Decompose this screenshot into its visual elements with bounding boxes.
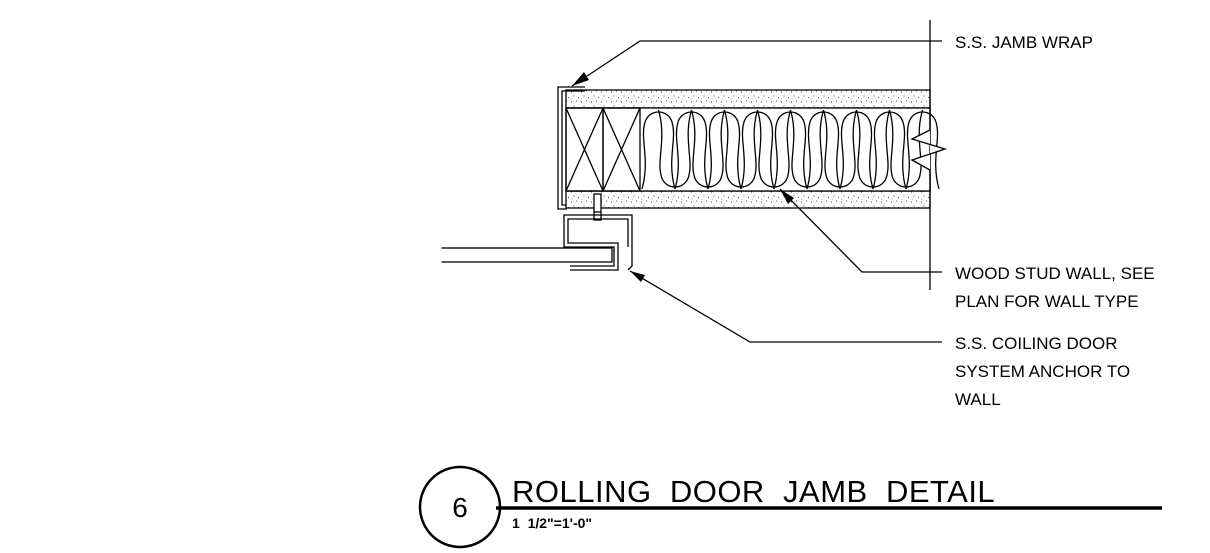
detail-title: ROLLING DOOR JAMB DETAIL bbox=[512, 474, 995, 509]
coiling-door-guide-channel bbox=[563, 214, 633, 271]
wood-stud-2 bbox=[602, 107, 641, 192]
callout-jamb-wrap: S.S. JAMB WRAP bbox=[955, 33, 1093, 52]
batt-insulation bbox=[641, 109, 940, 190]
callout-jamb-wrap-line-1: S.S. JAMB WRAP bbox=[955, 33, 1093, 52]
insulation-loop-up bbox=[905, 111, 940, 190]
detail-title-block: 6 ROLLING DOOR JAMB DETAIL 1 1/2"=1'-0" bbox=[418, 465, 1162, 549]
leader-anchor bbox=[629, 270, 942, 343]
detail-number: 6 bbox=[452, 492, 468, 523]
leader-jamb-wrap bbox=[571, 40, 942, 87]
leader-anchor-arrow bbox=[630, 271, 645, 282]
door-curtain-slat bbox=[439, 247, 613, 263]
gypsum-board-top bbox=[565, 89, 931, 109]
leader-wood-stud-arrow bbox=[780, 189, 794, 204]
callout-anchor-line-2: SYSTEM ANCHOR TO bbox=[955, 362, 1130, 381]
callout-wood-stud-line-2: PLAN FOR WALL TYPE bbox=[955, 292, 1139, 311]
callout-wood-stud: WOOD STUD WALL, SEE PLAN FOR WALL TYPE bbox=[955, 264, 1155, 311]
leader-wood-stud bbox=[779, 188, 942, 273]
break-line bbox=[910, 108, 948, 191]
gypsum-board-bottom bbox=[565, 190, 931, 209]
callout-anchor-line-3: WALL bbox=[955, 390, 1001, 409]
callout-anchor: S.S. COILING DOOR SYSTEM ANCHOR TO WALL bbox=[955, 334, 1130, 409]
callout-wood-stud-line-1: WOOD STUD WALL, SEE bbox=[955, 264, 1155, 283]
leader-jamb-wrap-arrow bbox=[572, 72, 589, 86]
jamb-wrap-inner bbox=[561, 90, 585, 206]
callout-anchor-line-1: S.S. COILING DOOR bbox=[955, 334, 1117, 353]
jamb-wrap bbox=[557, 86, 585, 210]
detail-scale: 1 1/2"=1'-0" bbox=[512, 515, 592, 531]
anchor-screw bbox=[593, 193, 602, 221]
